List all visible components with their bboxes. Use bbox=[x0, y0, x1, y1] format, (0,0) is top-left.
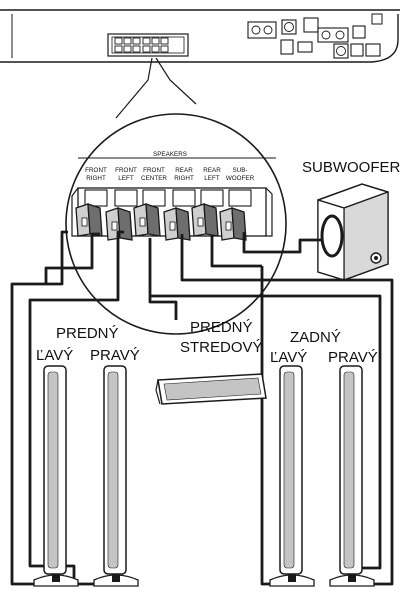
rear-zadny-label: ZADNÝ bbox=[290, 329, 341, 346]
front-left-speaker bbox=[33, 365, 79, 587]
subwoofer bbox=[317, 183, 389, 281]
speakers-heading: SPEAKERS bbox=[153, 151, 187, 158]
jack-label-front-right-line2: RIGHT bbox=[86, 175, 106, 182]
jack-socket-subwoofer bbox=[228, 189, 252, 207]
plug-front-center bbox=[133, 203, 161, 237]
jack-label-subwoofer-line2: WOOFER bbox=[226, 175, 255, 182]
center-speaker bbox=[155, 373, 267, 405]
front-lavy-label: ĽAVÝ bbox=[36, 347, 73, 364]
rear-pravy-label: PRAVÝ bbox=[328, 349, 378, 366]
jack-label-front-left-line2: LEFT bbox=[118, 175, 134, 182]
rear-right-speaker bbox=[329, 365, 375, 587]
front-pravy-label: PRAVÝ bbox=[90, 347, 140, 364]
jack-label-rear-left-line1: REAR bbox=[203, 167, 221, 174]
jack-label-front-center-line2: CENTER bbox=[141, 175, 167, 182]
jack-label-front-center-line1: FRONT bbox=[143, 167, 165, 174]
center-stredovy-label: STREDOVÝ bbox=[180, 339, 263, 356]
callout-pointer bbox=[115, 57, 197, 119]
jack-label-front-right-line1: FRONT bbox=[85, 167, 107, 174]
rear-left-speaker bbox=[269, 365, 315, 587]
plug-front-right bbox=[75, 203, 103, 237]
jack-label-rear-right-line2: RIGHT bbox=[174, 175, 194, 182]
jack-label-rear-right-line1: REAR bbox=[175, 167, 193, 174]
jack-socket-front-left bbox=[114, 189, 138, 207]
rear-lavy-label: ĽAVÝ bbox=[270, 349, 307, 366]
jack-label-subwoofer-line1: SUB- bbox=[232, 167, 247, 174]
subwoofer-label: SUBWOOFER bbox=[302, 159, 400, 176]
jack-label-front-left-line1: FRONT bbox=[115, 167, 137, 174]
center-predny-label: PREDNÝ bbox=[190, 319, 253, 336]
front-right-speaker bbox=[93, 365, 139, 587]
plug-rear-right bbox=[163, 207, 191, 241]
plug-subwoofer bbox=[219, 207, 247, 241]
jack-label-rear-left-line2: LEFT bbox=[204, 175, 220, 182]
front-predny-label: PREDNÝ bbox=[56, 325, 119, 342]
plug-rear-left bbox=[191, 203, 219, 237]
jack-socket-rear-right bbox=[172, 189, 196, 207]
main-unit-back-panel bbox=[0, 9, 400, 63]
